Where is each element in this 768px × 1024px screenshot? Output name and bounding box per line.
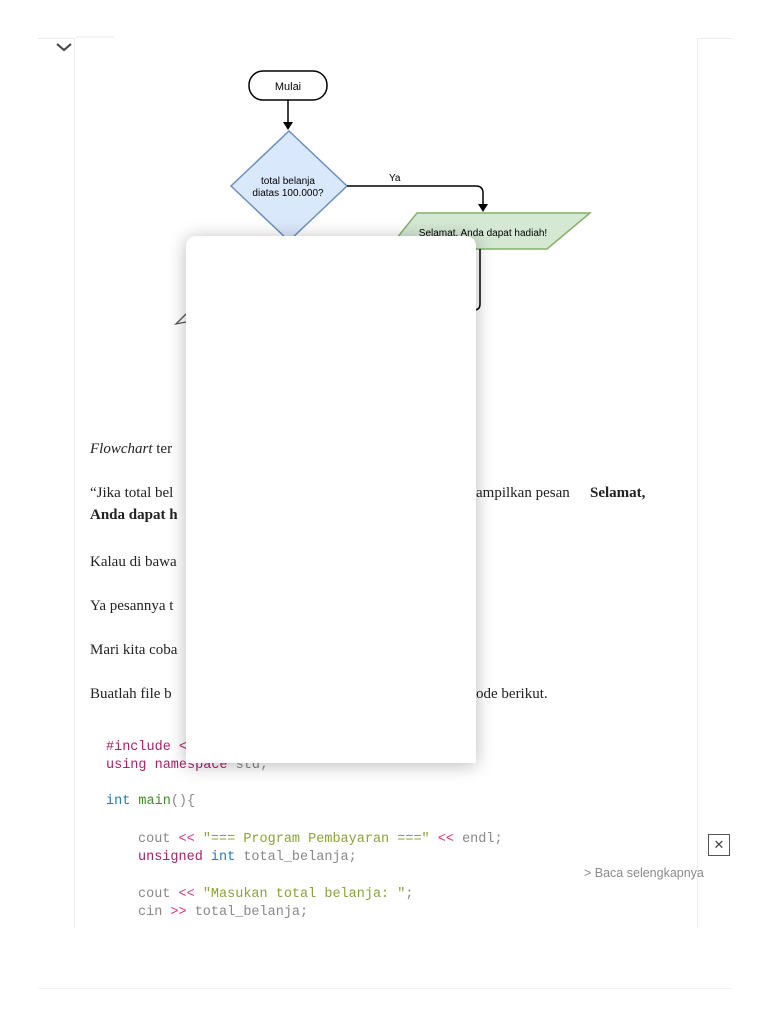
code-line-7: cin >> total_belanja; <box>138 904 308 922</box>
paragraph-2-start: “Jika total bel <box>90 485 174 501</box>
code-token: >> <box>170 905 187 920</box>
paragraph-2-bold-1: Selamat, <box>590 485 646 501</box>
flow-partial-shape <box>174 313 187 326</box>
bottom-divider <box>38 988 732 989</box>
paragraph-3: Kalau di bawa <box>90 554 177 570</box>
paragraph-6: Buatlah file b ode berikut. <box>90 683 680 705</box>
code-token: main <box>130 794 171 809</box>
code-token: cout <box>138 832 179 847</box>
chevron-down-icon[interactable] <box>54 38 74 58</box>
code-token: endl; <box>453 832 503 847</box>
code-token: ; <box>405 887 414 902</box>
code-token: << <box>178 832 195 847</box>
overlay-ad-panel[interactable] <box>186 236 476 763</box>
code-line-5: unsigned int total_belanja; <box>138 849 357 867</box>
code-line-4: cout << "=== Program Pembayaran ===" << … <box>138 831 503 849</box>
flow-yes-label: Ya <box>389 173 401 184</box>
flow-arrow-yes <box>347 185 484 206</box>
code-line-6: cout << "Masukan total belanja: "; <box>138 886 413 904</box>
flow-arrowhead <box>283 122 293 130</box>
paragraph-5: Mari kita coba <box>90 642 178 658</box>
flow-decision-line2: diatas 100.000? <box>252 188 324 199</box>
code-token: "Masukan total belanja: " <box>194 887 406 902</box>
flow-start-label: Mulai <box>275 81 301 93</box>
paragraph-2-mid: ampilkan pesan <box>476 485 570 501</box>
paragraph-2: “Jika total bel ampilkan pesan Selamat, An… <box>90 482 680 526</box>
close-icon[interactable]: ✕ <box>708 834 730 856</box>
code-token: cin <box>138 905 171 920</box>
code-token: int <box>202 850 236 865</box>
paragraph-4: Ya pesannya t <box>90 598 174 614</box>
paragraph-2-bold-2: Anda dapat h <box>90 507 178 523</box>
paragraph-1-text: ter <box>152 441 173 457</box>
flowchart-term: Flowchart <box>90 441 153 457</box>
read-more-link[interactable]: > Baca selengkapnya <box>584 866 704 880</box>
code-token: int <box>106 794 131 809</box>
code-line-3: int main(){ <box>106 793 195 811</box>
paragraph-1: Flowchart ter <box>90 438 680 460</box>
code-token: total_belanja; <box>186 905 309 920</box>
code-token: total_belanja; <box>235 850 357 865</box>
code-token: << <box>437 832 454 847</box>
code-token: unsigned <box>138 850 203 865</box>
code-token: "=== Program Pembayaran ===" <box>194 832 438 847</box>
code-token: (){ <box>170 794 196 809</box>
top-bar <box>38 0 732 39</box>
flow-decision-line1: total belanja <box>261 176 315 187</box>
flow-output-label: Selamat, Anda dapat hadiah! <box>419 228 547 239</box>
flow-arrowhead <box>478 204 488 212</box>
code-token: << <box>178 887 195 902</box>
code-line-1: #include < <box>106 739 187 757</box>
code-token: cout <box>138 887 179 902</box>
code-token: #include < <box>106 740 188 755</box>
paragraph-6-start: Buatlah file b <box>90 686 172 702</box>
paragraph-6-end: ode berikut. <box>476 686 548 702</box>
top-bar-tab <box>76 36 114 38</box>
